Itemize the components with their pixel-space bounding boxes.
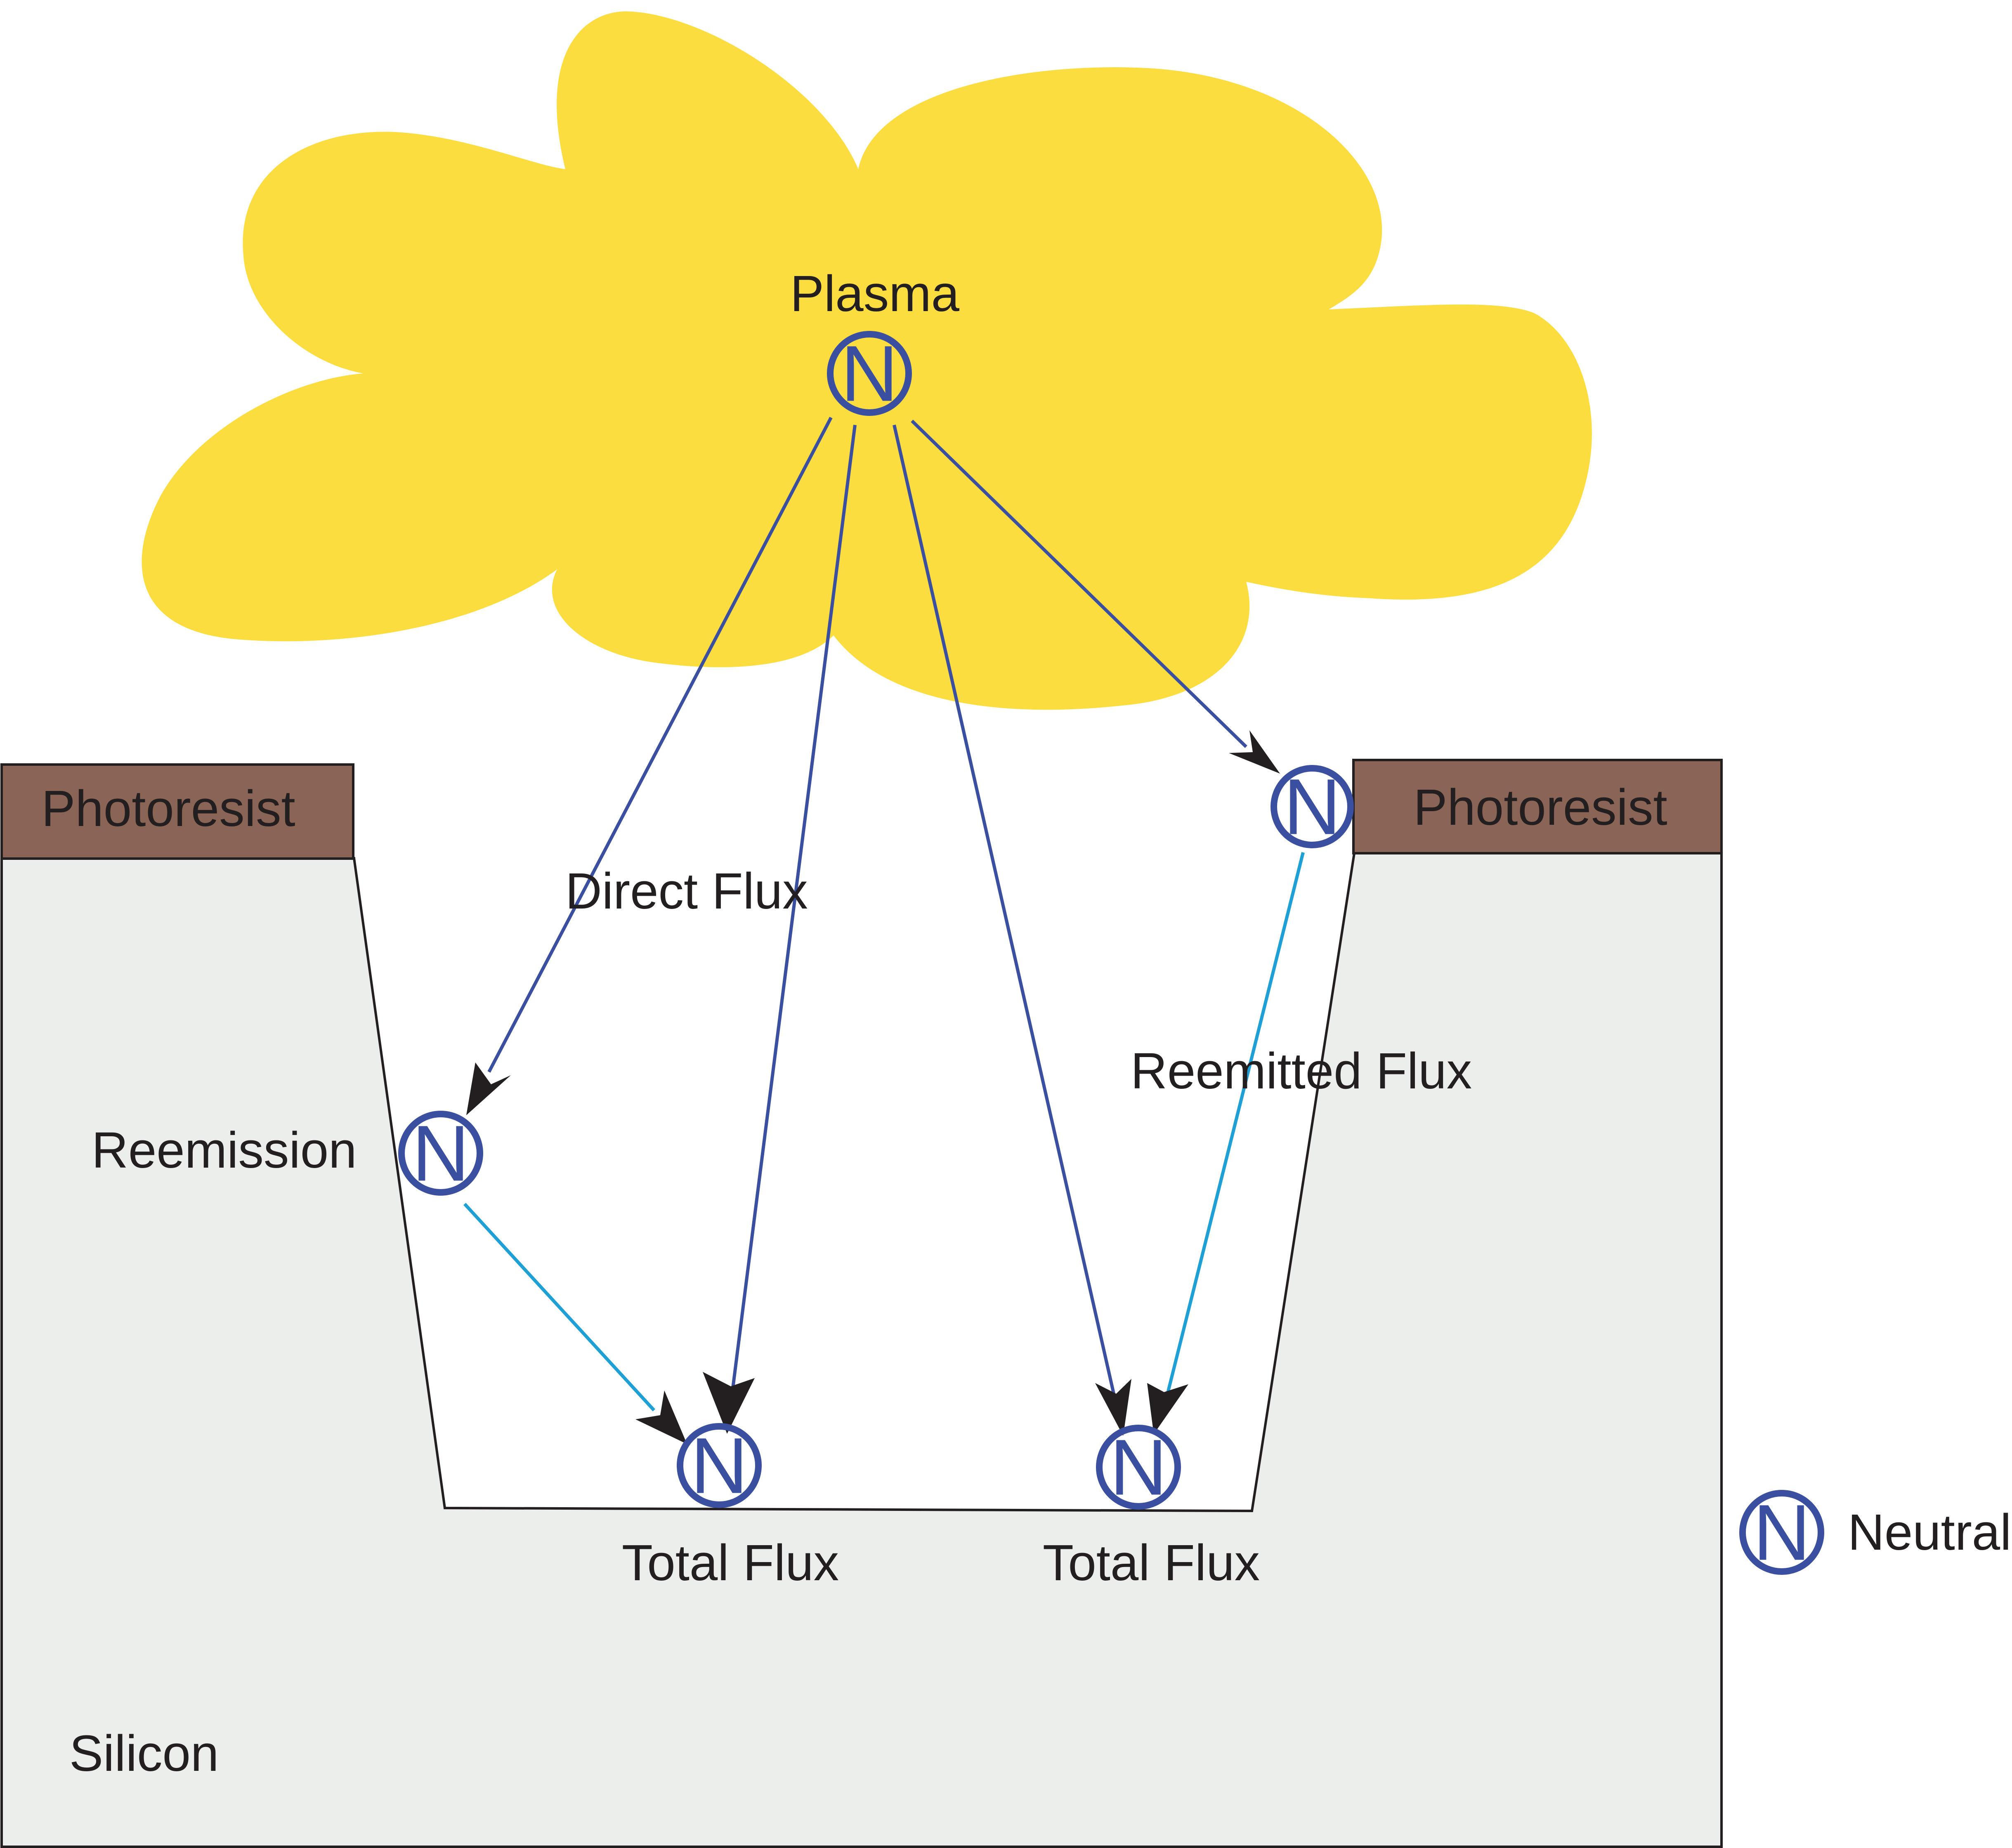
- reemitted-flux-label: Reemitted Flux: [1131, 1043, 1472, 1100]
- svg-text:N: N: [691, 1421, 748, 1510]
- neutral-particle-resist-top: N: [1270, 762, 1354, 851]
- direct-flux-arrow-to-bottom-left: [730, 425, 857, 1395]
- neutral-particle-bottom-left: N: [677, 1421, 762, 1510]
- svg-text:N: N: [1284, 762, 1341, 851]
- photoresist-right-block: [1352, 759, 1723, 854]
- total-flux-right-label: Total Flux: [1043, 1535, 1260, 1591]
- arrowhead: [1095, 1379, 1131, 1436]
- photoresist-left-block: [0, 763, 354, 860]
- arrowhead: [635, 1390, 687, 1444]
- plasma-cloud: [142, 11, 1592, 710]
- arrowhead: [1147, 1383, 1188, 1434]
- svg-text:N: N: [412, 1109, 470, 1198]
- direct-flux-arrow-to-bottom-right: [893, 425, 1116, 1396]
- direct-flux-arrow-to-sidewall: [487, 417, 833, 1073]
- plasma-label: Plasma: [790, 266, 960, 322]
- silicon-substrate: [0, 852, 1723, 1848]
- neutral-particle-sidewall: N: [398, 1109, 483, 1198]
- direct-flux-arrow-to-resist-top: [911, 420, 1247, 748]
- photoresist-left-label: Photoresist: [41, 781, 295, 837]
- reemitted-flux-arrow-from-resist: [1165, 852, 1305, 1397]
- photoresist-right-label: Photoresist: [1413, 779, 1667, 836]
- total-flux-left-label: Total Flux: [622, 1535, 839, 1591]
- reemission-label: Reemission: [92, 1122, 357, 1179]
- arrowhead: [703, 1372, 755, 1434]
- arrowhead: [1229, 730, 1280, 774]
- neutral-particle-bottom-right: N: [1096, 1423, 1181, 1512]
- direct-flux-label: Direct Flux: [565, 863, 808, 920]
- legend-neutral-label: Neutral: [1848, 1504, 2012, 1561]
- svg-text:N: N: [1110, 1423, 1167, 1512]
- silicon-label: Silicon: [69, 1725, 219, 1782]
- reemitted-flux-arrow-from-sidewall: [463, 1203, 655, 1411]
- neutral-particle-plasma: N: [827, 329, 912, 418]
- arrowhead: [466, 1062, 511, 1115]
- svg-text:N: N: [841, 329, 898, 418]
- legend-neutral-icon: N: [1739, 1488, 1824, 1577]
- svg-text:N: N: [1753, 1488, 1811, 1577]
